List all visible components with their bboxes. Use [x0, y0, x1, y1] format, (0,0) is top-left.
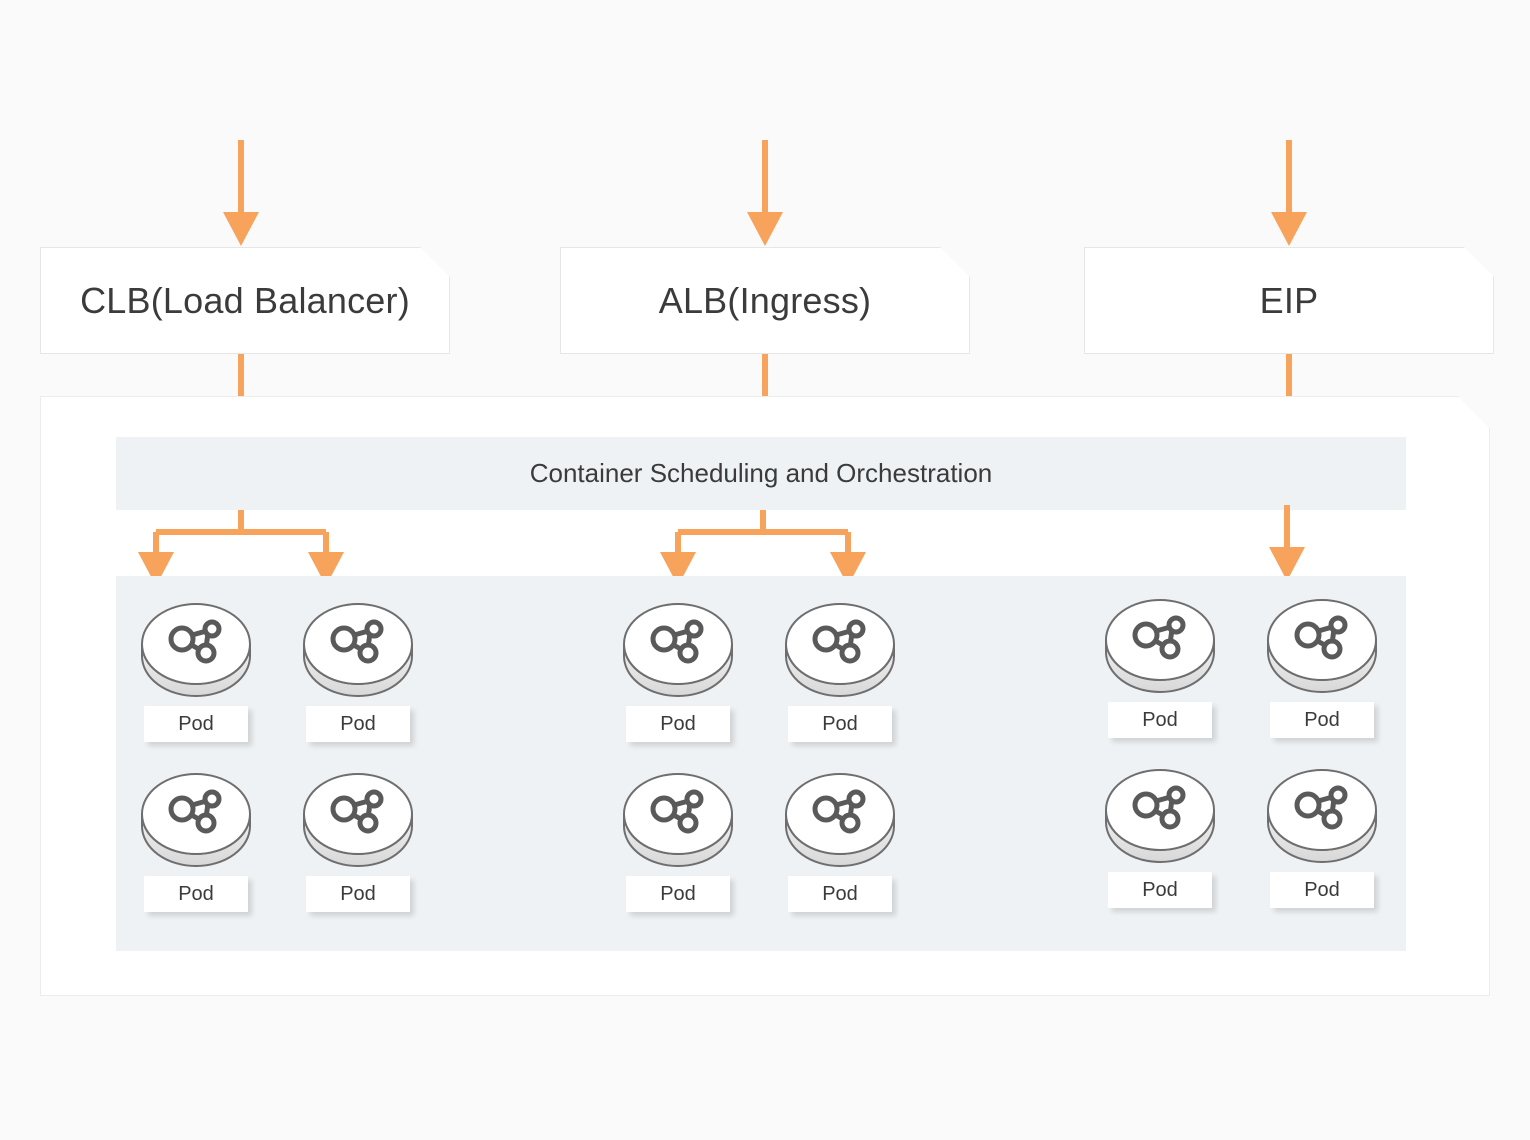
pod-label: Pod	[306, 706, 410, 742]
pod-label: Pod	[1108, 872, 1212, 908]
inbound-arrow-clb	[223, 140, 259, 246]
share-nodes-icon	[303, 773, 413, 867]
pod-label: Pod	[306, 876, 410, 912]
entry-node-clb-label: CLB(Load Balancer)	[80, 279, 410, 321]
pod-node[interactable]: Pod	[140, 602, 252, 752]
entry-node-alb-label: ALB(Ingress)	[658, 279, 872, 321]
pod-node[interactable]: Pod	[622, 602, 734, 752]
pod-label: Pod	[626, 706, 730, 742]
entry-node-alb[interactable]: ALB(Ingress)	[560, 247, 970, 354]
entry-node-eip[interactable]: EIP	[1084, 247, 1494, 354]
entry-node-eip-label: EIP	[1259, 279, 1319, 321]
pod-node[interactable]: Pod	[1266, 598, 1378, 748]
pod-node[interactable]: Pod	[302, 602, 414, 752]
share-nodes-icon	[141, 773, 251, 867]
pod-label: Pod	[144, 706, 248, 742]
pod-label: Pod	[1270, 872, 1374, 908]
inbound-arrow-alb	[747, 140, 783, 246]
entry-node-clb[interactable]: CLB(Load Balancer)	[40, 247, 450, 354]
share-nodes-icon	[1267, 599, 1377, 693]
share-nodes-icon	[303, 603, 413, 697]
pod-node[interactable]: Pod	[302, 772, 414, 922]
pod-node[interactable]: Pod	[1104, 598, 1216, 748]
orchestration-band-label: Container Scheduling and Orchestration	[529, 458, 993, 488]
share-nodes-icon	[1267, 769, 1377, 863]
pod-node[interactable]: Pod	[1266, 768, 1378, 918]
share-nodes-icon	[1105, 769, 1215, 863]
share-nodes-icon	[1105, 599, 1215, 693]
pod-node[interactable]: Pod	[1104, 768, 1216, 918]
share-nodes-icon	[785, 603, 895, 697]
pod-node[interactable]: Pod	[784, 602, 896, 752]
share-nodes-icon	[623, 773, 733, 867]
pod-label: Pod	[144, 876, 248, 912]
pod-label: Pod	[626, 876, 730, 912]
share-nodes-icon	[623, 603, 733, 697]
pod-label: Pod	[788, 876, 892, 912]
pod-label: Pod	[1270, 702, 1374, 738]
pod-node[interactable]: Pod	[140, 772, 252, 922]
pod-label: Pod	[1108, 702, 1212, 738]
orchestration-band: Container Scheduling and Orchestration	[116, 437, 1406, 510]
inbound-arrow-eip	[1271, 140, 1307, 246]
pod-node[interactable]: Pod	[622, 772, 734, 922]
pod-node[interactable]: Pod	[784, 772, 896, 922]
pod-label: Pod	[788, 706, 892, 742]
share-nodes-icon	[141, 603, 251, 697]
share-nodes-icon	[785, 773, 895, 867]
